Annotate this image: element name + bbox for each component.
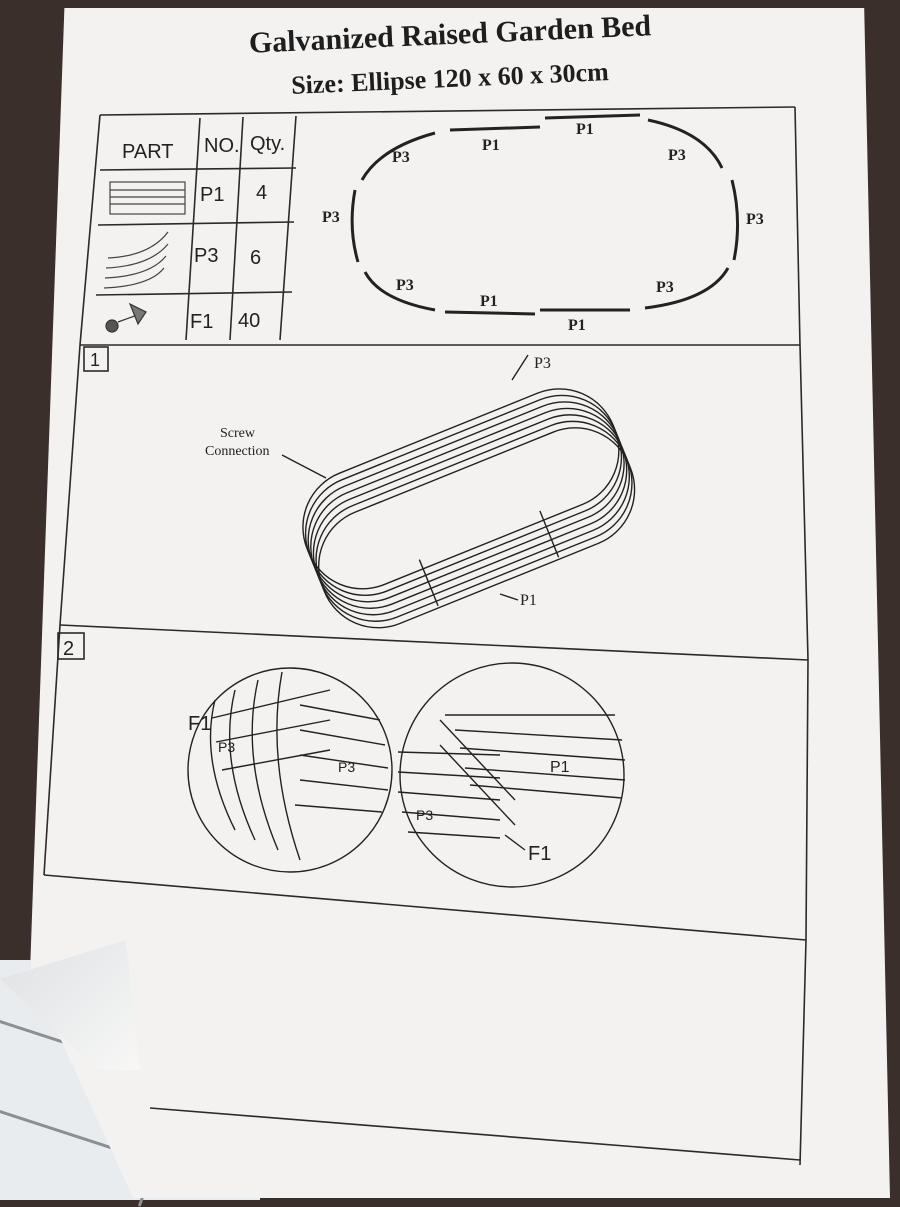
layout-label-p3-bottom-left: P3 (396, 277, 414, 294)
layout-label-p1-top-left: P1 (482, 137, 500, 154)
part-qty-p3: 6 (250, 247, 261, 269)
part-qty-f1: 40 (238, 310, 260, 332)
step2-right-label-f1: F1 (528, 843, 551, 865)
instruction-sheet (30, 8, 890, 1198)
table-header-no: NO. (204, 135, 240, 157)
layout-label-p3-left: P3 (322, 209, 340, 226)
screw-nut-icon (105, 302, 147, 333)
part-no-p3: P3 (194, 245, 218, 267)
step2-left-label-p3-b: P3 (338, 759, 355, 775)
part-no-f1: F1 (190, 311, 213, 333)
part-qty-p1: 4 (256, 182, 267, 204)
step2-left-label-f1: F1 (188, 713, 211, 735)
table-header-qty: Qty. (250, 133, 285, 155)
detail-circle-left (187, 667, 393, 873)
step2-right-label-p1: P1 (550, 759, 570, 776)
step1-label-p1: P1 (520, 592, 537, 609)
screw-connection-label-2: Connection (205, 444, 270, 459)
step-1-number: 1 (90, 350, 100, 370)
layout-label-p3-right: P3 (746, 211, 764, 228)
part-no-p1: P1 (200, 184, 224, 206)
detail-circle-right (397, 662, 626, 888)
step2-left-label-p3-a: P3 (218, 739, 235, 755)
flat-panel-icon (109, 181, 186, 215)
step-2-number: 2 (63, 638, 74, 660)
layout-label-p3-bottom-right: P3 (656, 279, 674, 296)
layout-label-p3-top-left: P3 (392, 149, 410, 166)
layout-label-p1-top-right: P1 (576, 121, 594, 138)
step2-right-label-p3: P3 (416, 807, 433, 823)
screw-connection-label-1: Screw (220, 426, 256, 441)
layout-label-p1-bottom-right: P1 (568, 317, 586, 334)
ellipse-layout-diagram (350, 113, 740, 316)
assembled-bed-illustration (281, 354, 636, 629)
layout-label-p1-bottom-left: P1 (480, 293, 498, 310)
table-header-part: PART (122, 141, 174, 163)
curved-panel-icon (103, 231, 169, 289)
step1-label-p3: P3 (534, 355, 551, 372)
layout-label-p3-top-right: P3 (668, 147, 686, 164)
